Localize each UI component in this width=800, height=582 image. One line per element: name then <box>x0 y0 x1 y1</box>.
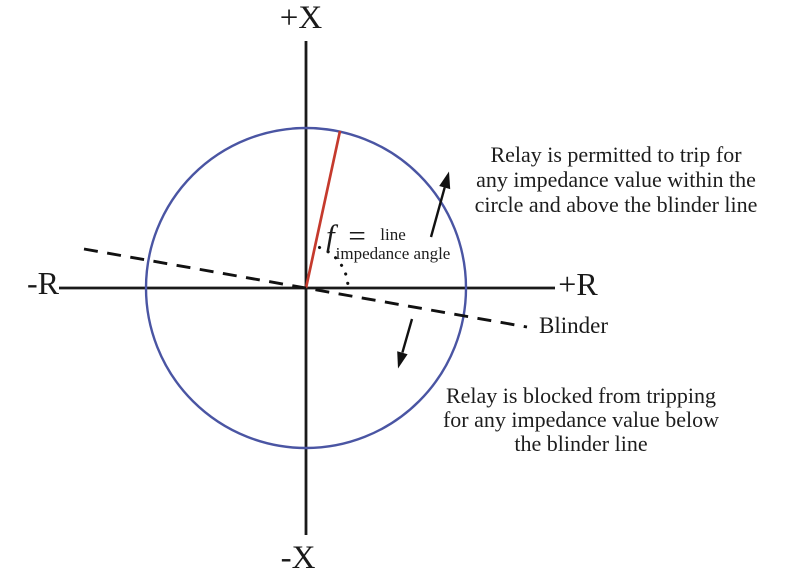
trip-note-line1: Relay is permitted to trip for <box>490 142 742 167</box>
block-arrow-shaft <box>401 318 414 353</box>
mho-circle <box>144 126 468 450</box>
blinder-label: Blinder <box>539 313 608 338</box>
blinder-line <box>83 247 528 329</box>
block-arrowhead-icon <box>397 351 408 369</box>
impedance-angle-symbol: f = <box>326 218 370 253</box>
axis-label-plus-x: +X <box>279 0 323 36</box>
block-note-line2: for any impedance value below <box>442 407 720 432</box>
axis-label-minus-x: -X <box>280 540 316 576</box>
axis-label-plus-r: +R <box>558 266 598 302</box>
trip-note-line2: any impedance value within the <box>476 167 756 192</box>
impedance-angle-note-line2: impedance angle <box>335 244 451 263</box>
impedance-angle-note: line impedance angle <box>331 225 455 263</box>
trip-arrowhead-icon <box>439 171 451 190</box>
line-impedance-vector <box>304 130 342 289</box>
trip-note-line3: circle and above the blinder line <box>474 192 758 217</box>
impedance-angle-arc <box>317 245 350 291</box>
trip-region-arrow <box>429 171 451 238</box>
impedance-angle-note-line1: line <box>380 225 406 244</box>
trip-arrow-shaft <box>429 187 446 238</box>
block-region-note: Relay is blocked from tripping for any i… <box>431 384 731 456</box>
block-region-arrow <box>397 318 414 369</box>
block-note-line1: Relay is blocked from tripping <box>445 383 717 408</box>
block-note-line3: the blinder line <box>514 431 648 456</box>
trip-region-note: Relay is permitted to trip for any imped… <box>458 142 774 217</box>
axis-label-minus-r: -R <box>27 265 59 301</box>
